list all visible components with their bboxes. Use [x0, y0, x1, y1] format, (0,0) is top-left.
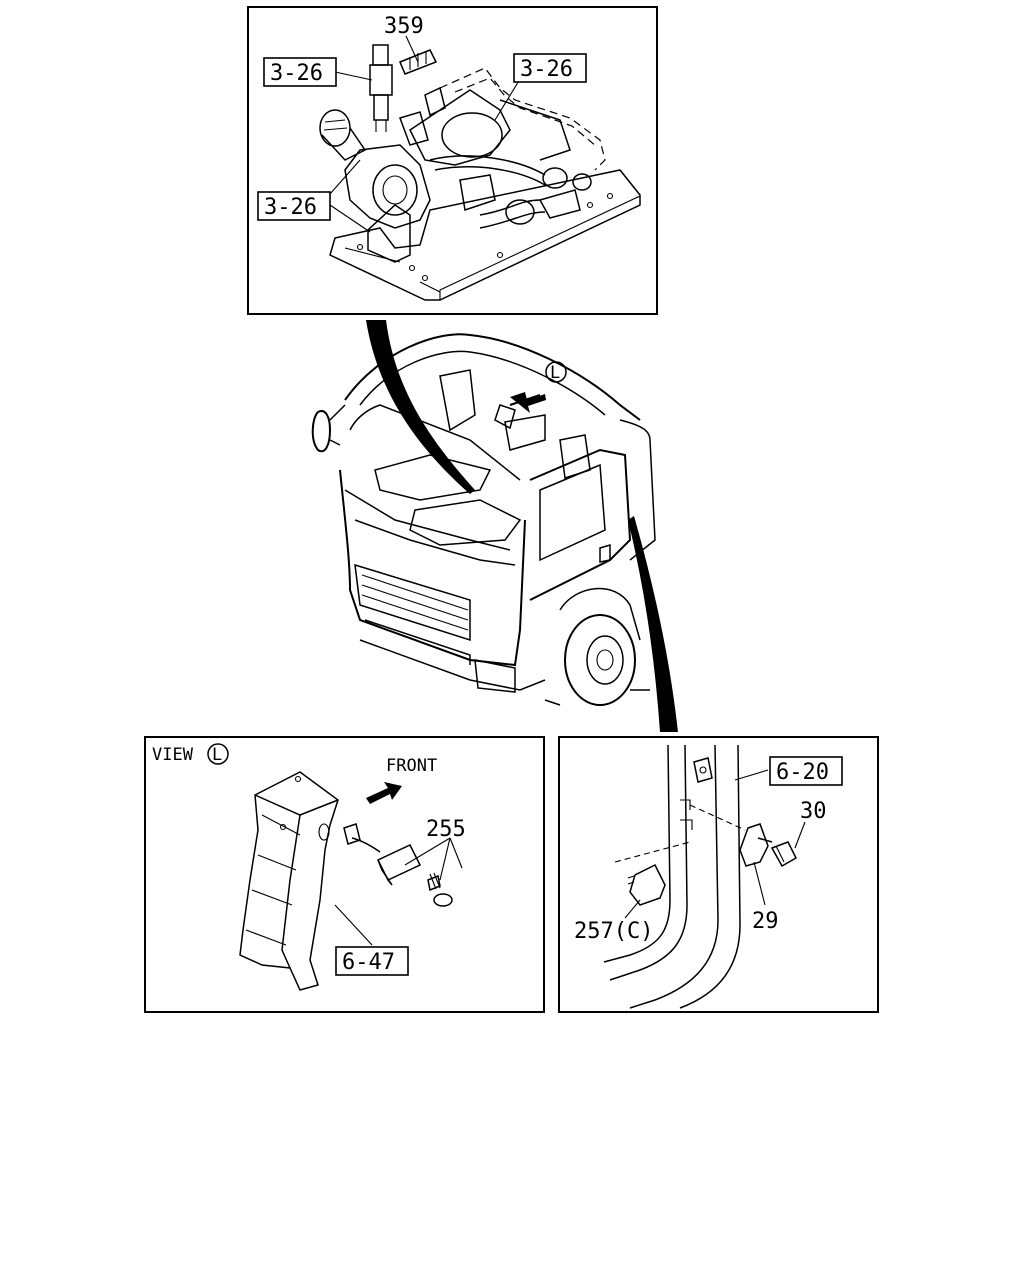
- top-panel-frame: [247, 6, 658, 315]
- truck-cab-illustration: L: [311, 320, 678, 732]
- callout-359: 359: [384, 14, 424, 39]
- pointer-sweep-top: [366, 320, 475, 494]
- pad-257c: [629, 863, 666, 906]
- ref-3-26-top-left: 3-26: [270, 61, 323, 86]
- ref-box-top-left: [263, 57, 337, 87]
- view-arrow: [510, 392, 546, 413]
- callout-257c: 257(C): [574, 919, 653, 944]
- front-arrow: [366, 782, 402, 804]
- view-panel-marker-circle: [207, 743, 229, 765]
- view-marker-truck: L: [550, 363, 560, 383]
- ref-box-6-20: [769, 756, 843, 786]
- door-switch-29: [739, 823, 769, 867]
- callout-255: 255: [426, 817, 466, 842]
- ref-6-20: 6-20: [776, 760, 829, 785]
- pointer-sweep-door: [628, 516, 678, 732]
- callout-30: 30: [800, 799, 827, 824]
- ref-3-26-top-right: 3-26: [520, 57, 573, 82]
- view-label: VIEW: [152, 745, 194, 765]
- door-panel-frame: [558, 736, 879, 1013]
- door-detail-panel: 6-20 30 29 257(C): [558, 736, 879, 1013]
- side-window: [539, 463, 606, 562]
- sensor-359: [399, 49, 438, 75]
- view-marker-circle: [545, 361, 567, 383]
- front-label: FRONT: [386, 756, 437, 776]
- view-l-panel: VIEW L FRONT 255 6-47: [144, 736, 545, 1013]
- ref-6-47: 6-47: [342, 950, 395, 975]
- top-detail-panel: 359 3-26 3-26 3-26: [247, 6, 658, 315]
- front-wheel: [564, 614, 636, 706]
- door-striker: [693, 757, 713, 783]
- ref-box-top-right: [513, 53, 587, 83]
- bolt-30: [770, 841, 797, 868]
- side-mirror: [311, 410, 332, 453]
- callout-29: 29: [752, 909, 779, 934]
- bracket-6-47: [239, 771, 339, 991]
- valve-body: [344, 144, 431, 229]
- grille: [354, 563, 471, 642]
- ref-box-bottom-left: [257, 191, 331, 221]
- ref-3-26-bottom-left: 3-26: [264, 195, 317, 220]
- view-panel-marker: L: [212, 745, 222, 765]
- ref-box-6-47: [335, 946, 409, 976]
- mounting-plate: [329, 169, 641, 301]
- view-panel-frame: [144, 736, 545, 1013]
